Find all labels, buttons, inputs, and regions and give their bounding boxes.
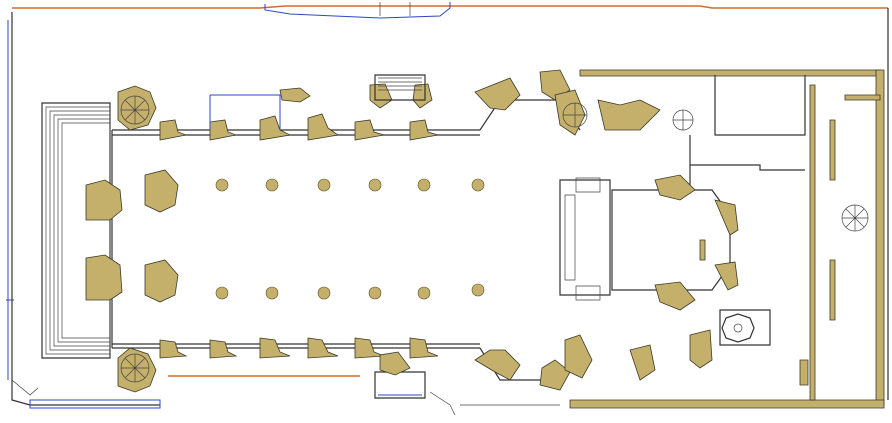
column-pillar-icon <box>265 286 279 300</box>
spiral-stair-icon <box>562 102 588 128</box>
column-pillar-icon <box>215 178 229 192</box>
column-pillar-icon <box>265 178 279 192</box>
column-pillar-icon <box>471 178 485 192</box>
entrance-steps <box>11 102 161 409</box>
spiral-stair-icon <box>120 95 150 125</box>
octagon-font-icon <box>721 313 755 343</box>
spiral-stair-icon <box>120 353 150 383</box>
column-pillar-icon <box>215 286 229 300</box>
nave-walls <box>111 99 581 381</box>
east-buildings <box>569 69 885 409</box>
column-pillar-icon <box>317 178 331 192</box>
column-pillar-icon <box>417 178 431 192</box>
south-porch <box>168 351 560 416</box>
column-pillar-icon <box>317 286 331 300</box>
north-porch <box>209 74 426 130</box>
column-pillar-icon <box>471 283 485 297</box>
column-pillar-icon <box>368 286 382 300</box>
nave-columns <box>215 178 485 300</box>
column-pillar-icon <box>417 286 431 300</box>
south-buttresses <box>159 337 439 359</box>
site-boundary-top <box>6 2 889 406</box>
spiral-stair-icon <box>841 204 869 232</box>
spiral-stairs <box>120 95 869 383</box>
north-buttresses <box>159 83 439 141</box>
column-pillar-icon <box>368 178 382 192</box>
spiral-stair-icon <box>672 109 694 131</box>
transept-apse <box>474 69 739 391</box>
